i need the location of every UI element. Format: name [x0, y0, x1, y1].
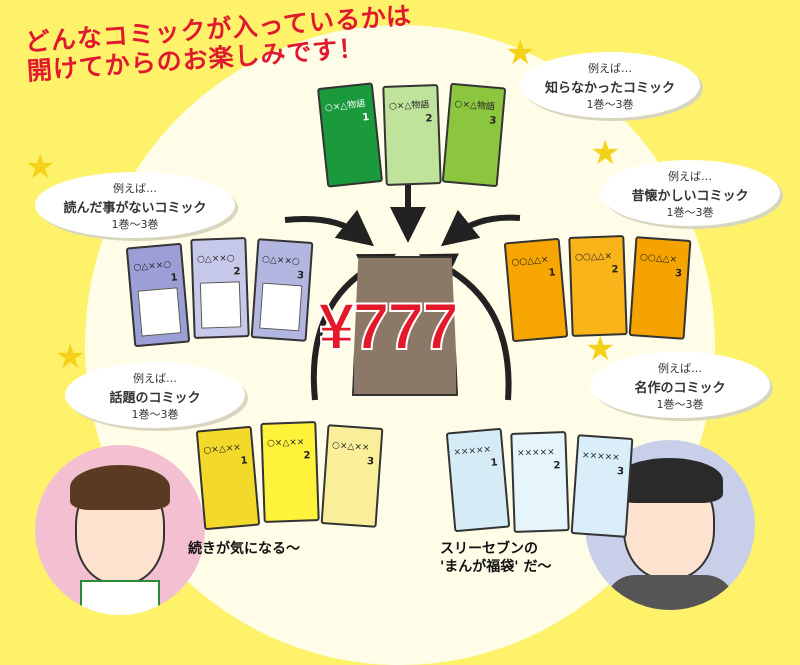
book-number: 1: [361, 111, 370, 124]
price: ¥777: [317, 288, 460, 364]
arrow-right-top: [440, 209, 521, 247]
star-icon: ★: [505, 33, 536, 73]
book-3: ○△××○ 3: [250, 238, 314, 342]
book-title: ×××××: [453, 444, 492, 459]
book-title: ○×△××: [203, 442, 242, 457]
star-icon: ★: [25, 147, 56, 187]
book-title: ○×△物語: [454, 99, 496, 113]
book-title: ○○△△×: [639, 252, 678, 266]
bubble-range: 1巻〜3巻: [111, 218, 159, 231]
bubble-intro: 例えば…: [113, 182, 157, 195]
bubble-title: 知らなかったコミック: [544, 81, 675, 96]
book-1: ×××××1: [445, 427, 511, 533]
girl-speech: 続きが気になる〜: [188, 541, 300, 557]
book-title: ○○△△×: [574, 251, 613, 263]
book-number: 3: [674, 268, 683, 280]
star-icon: ★: [590, 133, 621, 173]
girl-avatar: [35, 445, 205, 615]
book-number: 3: [366, 456, 375, 468]
boy-speech-line1: スリーセブンの: [440, 541, 538, 557]
star-icon: ★: [585, 329, 616, 369]
book-number: 2: [425, 113, 433, 125]
book-1: ○△××○1: [125, 242, 191, 348]
bubble-range: 1巻〜3巻: [586, 98, 634, 111]
book-number: 2: [553, 460, 561, 472]
book-1: ○×△××1: [195, 425, 261, 531]
book-number: 1: [490, 457, 499, 469]
bubble-intro: 例えば…: [588, 62, 632, 75]
book-3: ××××× 3: [570, 434, 634, 538]
book-number: 3: [616, 466, 625, 478]
book-number: 3: [296, 270, 305, 282]
book-number: 1: [240, 455, 249, 467]
bubble-range: 1巻〜3巻: [131, 408, 179, 421]
bubble-intro: 例えば…: [133, 372, 177, 385]
bubble-range: 1巻〜3巻: [656, 398, 704, 411]
book-number: 1: [170, 272, 179, 284]
lucky-bag: [352, 256, 458, 396]
bubble-intro: 例えば…: [668, 170, 712, 183]
book-2: ○△××○2: [190, 237, 250, 339]
bubble-title: 昔懐かしいコミック: [631, 189, 749, 204]
bubble-unread: 例えば… 読んだ事がないコミック 1巻〜3巻: [35, 172, 235, 238]
bubble-range: 1巻〜3巻: [666, 206, 714, 219]
book-number: 2: [611, 264, 619, 276]
star-icon: ★: [55, 337, 86, 377]
book-number: 2: [233, 266, 241, 278]
book-title: ×××××: [516, 447, 555, 459]
bubble-title: 名作のコミック: [634, 381, 726, 396]
book-2: ○○△△×2: [568, 235, 628, 337]
book-title: ○×△物語: [324, 99, 366, 114]
bubble-masterpiece: 例えば… 名作のコミック 1巻〜3巻: [590, 352, 770, 418]
book-title: ○×△××: [331, 440, 370, 454]
book-title: ○△××○: [261, 254, 301, 268]
bubble-title: 話題のコミック: [109, 391, 201, 406]
boy-speech: スリーセブンの 'まんが福袋' だ〜: [440, 540, 551, 576]
arrow-right-bottom: [418, 253, 512, 401]
bubble-intro: 例えば…: [658, 362, 702, 375]
boy-speech-line2: 'まんが福袋' だ〜: [440, 559, 552, 575]
book-title: ○×△××: [266, 437, 305, 449]
book-2: ×××××2: [510, 431, 570, 533]
book-3: ○×△×× 3: [320, 424, 384, 528]
book-title: ○×△物語: [388, 100, 430, 112]
book-3: ○○△△× 3: [628, 236, 692, 340]
arrow-left-top: [284, 209, 375, 247]
book-title: ○△××○: [133, 259, 172, 274]
bubble-trending: 例えば… 話題のコミック 1巻〜3巻: [65, 362, 245, 428]
book-number: 1: [548, 267, 557, 279]
book-1: ○○△△×1: [503, 237, 569, 343]
bubble-nostalgic: 例えば… 昔懐かしいコミック 1巻〜3巻: [600, 160, 780, 226]
bubble-title: 読んだ事がないコミック: [63, 201, 207, 216]
book-2: ○×△××2: [260, 421, 320, 523]
book-number: 3: [488, 115, 497, 127]
book-title: ×××××: [581, 450, 621, 464]
book-3: ○×△物語 3: [441, 82, 507, 188]
bubble-unknown: 例えば… 知らなかったコミック 1巻〜3巻: [520, 52, 700, 118]
book-title: ○△××○: [196, 253, 235, 265]
book-title: ○○△△×: [511, 254, 549, 269]
book-number: 2: [303, 450, 311, 462]
